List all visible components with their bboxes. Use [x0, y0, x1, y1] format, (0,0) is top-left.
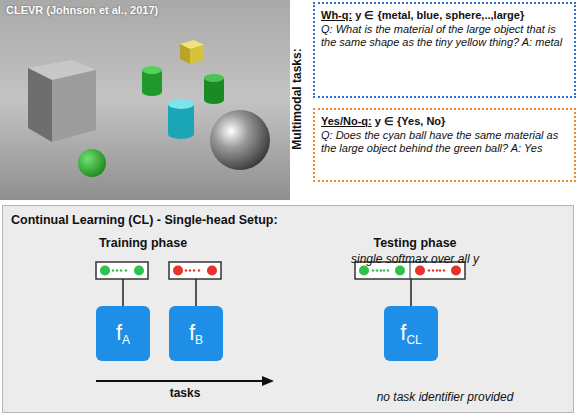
- model-link: [195, 279, 197, 306]
- output-unit: [436, 269, 438, 271]
- task-name: Yes/No-q:: [321, 115, 372, 127]
- output-unit: [432, 269, 434, 271]
- model-subscript: B: [195, 333, 203, 347]
- answer-space: y ∈ {metal, blue, sphere,..,large}: [355, 9, 524, 21]
- panel-title: Continual Learning (CL) - Single-head Se…: [11, 213, 278, 227]
- output-unit: [415, 266, 425, 276]
- task-name: Wh-q:: [321, 9, 352, 21]
- answer-space-line: Yes/No-q: y ∈ {Yes, No}: [321, 114, 568, 128]
- output-unit: [120, 269, 122, 271]
- model-symbol: f: [400, 320, 406, 345]
- question-text: Q: What is the material of the large obj…: [321, 23, 568, 49]
- output-unit: [193, 269, 195, 271]
- model-label: fB: [189, 320, 203, 347]
- model-box: fCL: [384, 306, 438, 361]
- clevr-photo: [0, 0, 290, 200]
- output-unit: [100, 266, 110, 276]
- model-link: [122, 279, 124, 306]
- output-layer: [169, 262, 221, 279]
- axis-label: tasks: [150, 386, 220, 400]
- model-label: fA: [116, 320, 130, 347]
- model-box: fA: [96, 306, 150, 361]
- output-unit: [376, 269, 378, 271]
- output-layer: [96, 262, 148, 279]
- output-unit: [372, 269, 374, 271]
- side-heading: Multimodal tasks:: [290, 39, 304, 159]
- phase-note: single softmax over all y: [325, 252, 505, 266]
- model-label: fCL: [400, 320, 421, 347]
- output-unit: [173, 266, 183, 276]
- model-symbol: f: [116, 320, 122, 345]
- output-unit: [185, 269, 187, 271]
- output-unit: [134, 266, 144, 276]
- photo-credit: CLEVR (Johnson et al., 2017): [6, 4, 158, 16]
- output-unit: [116, 269, 118, 271]
- model-subscript: CL: [406, 333, 421, 347]
- setup-panel: Continual Learning (CL) - Single-head Se…: [2, 205, 574, 413]
- output-unit: [395, 266, 405, 276]
- output-unit: [439, 269, 441, 271]
- model-symbol: f: [189, 320, 195, 345]
- output-unit: [207, 266, 217, 276]
- output-unit: [125, 269, 127, 271]
- answer-space: y ∈ {Yes, No}: [375, 115, 446, 127]
- model-subscript: A: [122, 333, 130, 347]
- phase-heading: Testing phase: [345, 236, 485, 250]
- time-arrow: [96, 380, 264, 382]
- time-arrow-head: [262, 376, 274, 386]
- output-unit: [451, 266, 461, 276]
- output-unit: [198, 269, 200, 271]
- output-unit: [443, 269, 445, 271]
- phase-heading: Training phase: [78, 236, 208, 250]
- output-unit: [112, 269, 114, 271]
- photo-panel: CLEVR (Johnson et al., 2017): [0, 0, 290, 200]
- setup-artwork: [2, 205, 574, 413]
- output-unit: [387, 269, 389, 271]
- output-unit: [380, 269, 382, 271]
- output-unit: [383, 269, 385, 271]
- phase-note: no task identifier provided: [350, 390, 540, 404]
- output-unit: [359, 266, 369, 276]
- question-text: Q: Does the cyan ball have the same mate…: [321, 129, 568, 155]
- model-box: fB: [169, 306, 223, 361]
- question-box: Wh-q: y ∈ {metal, blue, sphere,..,large}…: [313, 2, 576, 98]
- output-unit: [428, 269, 430, 271]
- question-box: Yes/No-q: y ∈ {Yes, No}Q: Does the cyan …: [313, 108, 576, 182]
- answer-space-line: Wh-q: y ∈ {metal, blue, sphere,..,large}: [321, 8, 568, 22]
- output-unit: [189, 269, 191, 271]
- model-link: [410, 279, 412, 306]
